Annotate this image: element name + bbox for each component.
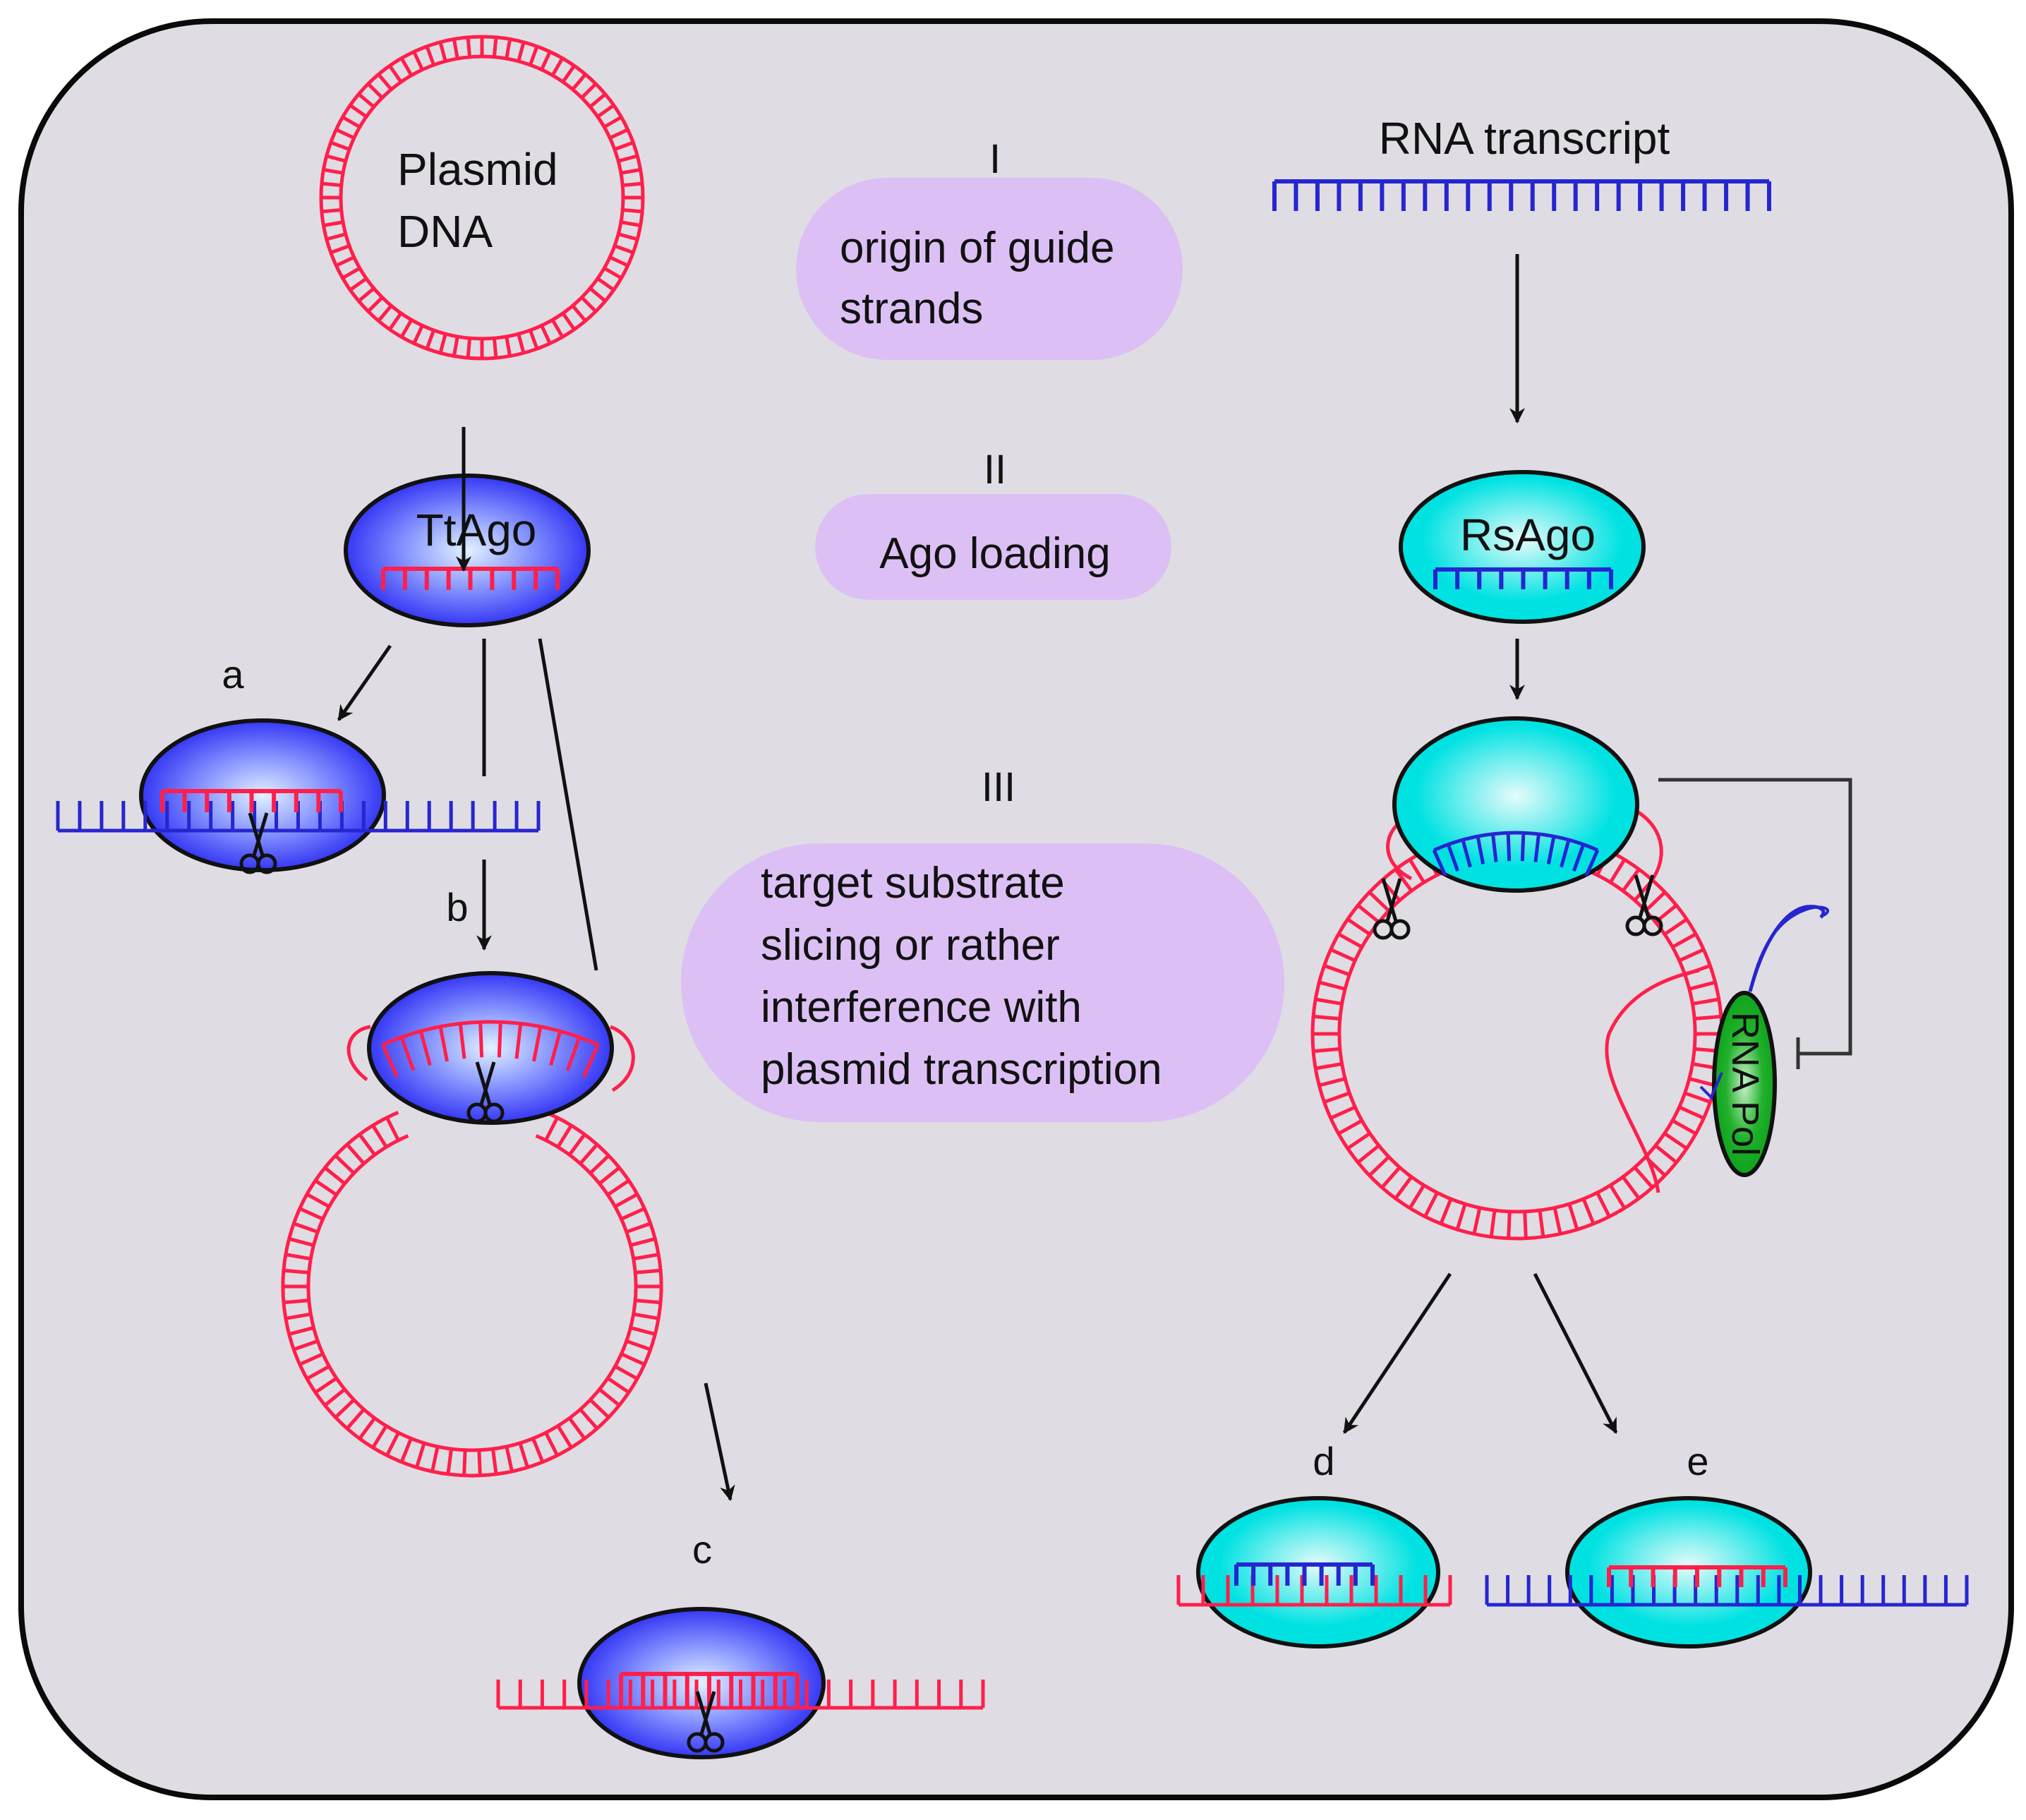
pathway-label-d: d: [1313, 1439, 1334, 1483]
scissors-c: [687, 1691, 725, 1753]
plasmid-b-ring: [281, 1111, 663, 1478]
arrow-to-a: [337, 644, 392, 721]
scissors-handle-right: [256, 853, 277, 874]
step-3-text-line-4: plasmid transcription: [761, 1045, 1162, 1094]
arrow-to-e: [1533, 1272, 1618, 1434]
plasmid-right-ring: [1310, 842, 1724, 1241]
step-3: III target substrate slicing or rather i…: [681, 764, 1284, 1122]
target-rna-a-path: [56, 801, 541, 833]
rna-transcript-strand: [1272, 179, 1771, 211]
step-3-text-line-2: slicing or rather: [761, 921, 1060, 970]
target-rna-a: [56, 801, 541, 833]
pathway-label-a: a: [222, 652, 244, 697]
scissors-handle-right: [483, 1102, 505, 1123]
step-1-box: [796, 178, 1183, 360]
guide-dna-c: [619, 1672, 800, 1708]
plasmid-dna-ring-path: [319, 35, 645, 361]
arrow-to-d: [1342, 1272, 1452, 1434]
guide-dna-a-path: [160, 789, 343, 812]
step-3-numeral: III: [982, 764, 1015, 810]
ttago-a-protein: [139, 718, 386, 872]
guide-dna-a: [160, 789, 343, 812]
target-dna-d-path: [1176, 1575, 1452, 1607]
rna-pol-protein: [1712, 991, 1777, 1177]
ttago-label: TtAgo: [416, 505, 537, 555]
target-dna-d: [1176, 1575, 1452, 1607]
target-rna-e: [1485, 1575, 1969, 1607]
plasmid-dna-ring: [319, 35, 645, 361]
pathway-label-e: e: [1687, 1439, 1708, 1483]
step-1: I origin of guide strands: [796, 136, 1183, 360]
scissors-blades: [1381, 878, 1402, 922]
guide-dna-e: [1607, 1565, 1787, 1587]
inhibition-bracket: [1658, 778, 1852, 1069]
step-2-box: [815, 494, 1171, 600]
guide-dna-c-path: [619, 1672, 800, 1708]
rna-dna-hybrid: [1699, 1072, 1723, 1100]
scissors-a: [239, 812, 277, 874]
line-to-c: [538, 638, 598, 971]
rsago-e-protein: [1565, 1496, 1812, 1649]
pathway-label-b: b: [446, 885, 468, 929]
target-rna-e-path: [1485, 1575, 1969, 1607]
step-3-text-line-3: interference with: [761, 983, 1082, 1032]
guide-dna-e-path: [1607, 1565, 1787, 1587]
ttago-c-protein: [577, 1607, 826, 1759]
rna-transcript-label: RNA transcript: [1379, 113, 1670, 164]
step-2-text: Ago loading: [879, 529, 1111, 578]
rna-transcript-strand-path: [1272, 179, 1771, 211]
step-1-text-line-1: origin of guide: [840, 224, 1115, 272]
scissors-blades: [1634, 874, 1655, 918]
scissors-b: [466, 1061, 505, 1123]
rsago-label: RsAgo: [1460, 510, 1596, 560]
plasmid-b-ring-path: [281, 1111, 663, 1478]
guide-rna-d-path: [1234, 1562, 1375, 1586]
arrows-layer: [337, 254, 1852, 1502]
rsago-complex-protein: [1392, 716, 1639, 893]
scissors-right-left: [1373, 878, 1411, 940]
plasmid-dna-label-line-2: DNA: [397, 206, 493, 257]
scissors-blades: [248, 812, 269, 856]
plasmid-dna-label-line-1: Plasmid: [397, 144, 558, 195]
strands-front-layer: [56, 179, 1969, 1753]
rsago-guide-rna: [1433, 567, 1613, 589]
scissors-blades: [475, 1061, 496, 1105]
step-3-box: [681, 843, 1284, 1122]
displaced-strand-b-right: [610, 1025, 635, 1092]
step-1-text-line-2: strands: [840, 284, 983, 333]
scissors-handle-right: [704, 1732, 725, 1753]
scissors-blades: [695, 1691, 716, 1735]
nascent-rna-tail: [1749, 905, 1829, 992]
rsago-protein: [1399, 470, 1646, 624]
guide-rna-d: [1234, 1562, 1375, 1586]
target-dna-b-path: [381, 1020, 600, 1078]
step-2-numeral: II: [984, 447, 1006, 493]
ttago-b-protein: [367, 971, 614, 1125]
rsago-complex-guide-path: [1432, 831, 1600, 877]
pathway-label-c: c: [692, 1527, 712, 1572]
strands-back-layer: [281, 35, 1724, 1478]
step-1-numeral: I: [989, 136, 1001, 182]
displaced-strand-b-left: [346, 1025, 371, 1081]
rna-pol-label: RNA Pol: [1724, 1012, 1766, 1156]
target-dna-b: [381, 1020, 600, 1078]
rsago-d-protein: [1196, 1496, 1440, 1649]
scissors-handle-right: [1389, 919, 1411, 940]
scissors-handle-right: [1642, 915, 1663, 936]
arrow-to-c: [704, 1382, 735, 1502]
transcription-bubble-strand: [1605, 968, 1700, 1193]
plasmid-right-ring-path: [1310, 842, 1724, 1241]
rsago-guide-rna-path: [1433, 567, 1613, 589]
scissors-right-right: [1625, 874, 1663, 936]
step-2: II Ago loading: [815, 447, 1171, 600]
step-3-text-line-1: target substrate: [761, 859, 1065, 908]
rsago-complex-guide: [1432, 831, 1600, 877]
